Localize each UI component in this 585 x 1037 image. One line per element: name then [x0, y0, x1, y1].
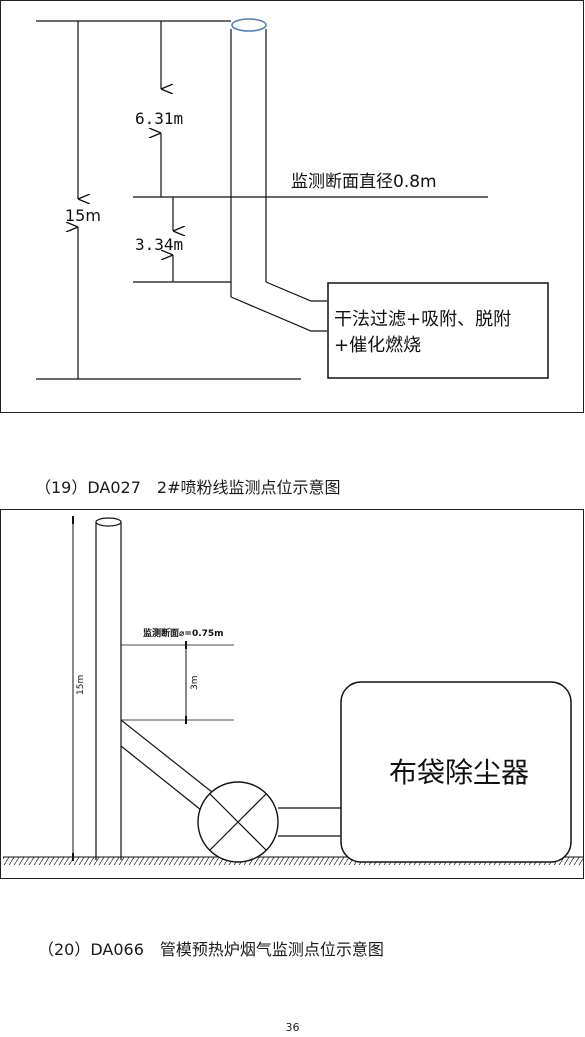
process-label-line1: 干法过滤+吸附、脱附 [334, 309, 511, 330]
section-diameter-label-2: 监测断面⌀=0.75m [143, 627, 224, 639]
dim-upper-label: 6.31m [135, 109, 183, 128]
inlet-duct [120, 719, 218, 811]
page-number: 36 [285, 1021, 300, 1034]
exhaust-stack [230, 29, 327, 332]
fan-symbol [197, 781, 279, 863]
stack-outlet-ellipse [231, 18, 267, 32]
figure-caption-2: （20）DA066 管模预热炉烟气监测点位示意图 [38, 940, 384, 959]
dim-lower-label: 3.34m [135, 235, 183, 254]
stack-diagram-2-svg: 监测断面⌀=0.75m 15m 3m 布袋除尘器 [3, 516, 583, 865]
dim-offset-label: 3m [190, 676, 200, 691]
figure-stack-diagram-2: 监测断面⌀=0.75m 15m 3m 布袋除尘器 [0, 509, 584, 879]
stack-outlet-ellipse-2 [95, 517, 122, 527]
exhaust-stack-2 [95, 522, 122, 860]
process-label-line2: +催化燃烧 [334, 335, 421, 356]
dim-total-label: 15m [65, 206, 101, 225]
section-diameter-label: 监测断面直径0.8m [291, 172, 437, 192]
figure-caption-1: （19）DA027 2#喷粉线监测点位示意图 [35, 478, 341, 497]
equipment-label: 布袋除尘器 [389, 756, 529, 789]
baghouse-box [340, 681, 572, 863]
dim-height-label: 15m [76, 675, 86, 695]
treatment-unit-box [327, 282, 549, 379]
outlet-duct [278, 807, 341, 837]
stack-diagram-1-svg: 6.31m 3.34m 15m 监测断面直径0.8m 干法过滤+吸附、脱附 +催… [36, 18, 549, 380]
figure-stack-diagram-1: 6.31m 3.34m 15m 监测断面直径0.8m 干法过滤+吸附、脱附 +催… [0, 0, 584, 413]
ground-hatch [3, 857, 583, 865]
